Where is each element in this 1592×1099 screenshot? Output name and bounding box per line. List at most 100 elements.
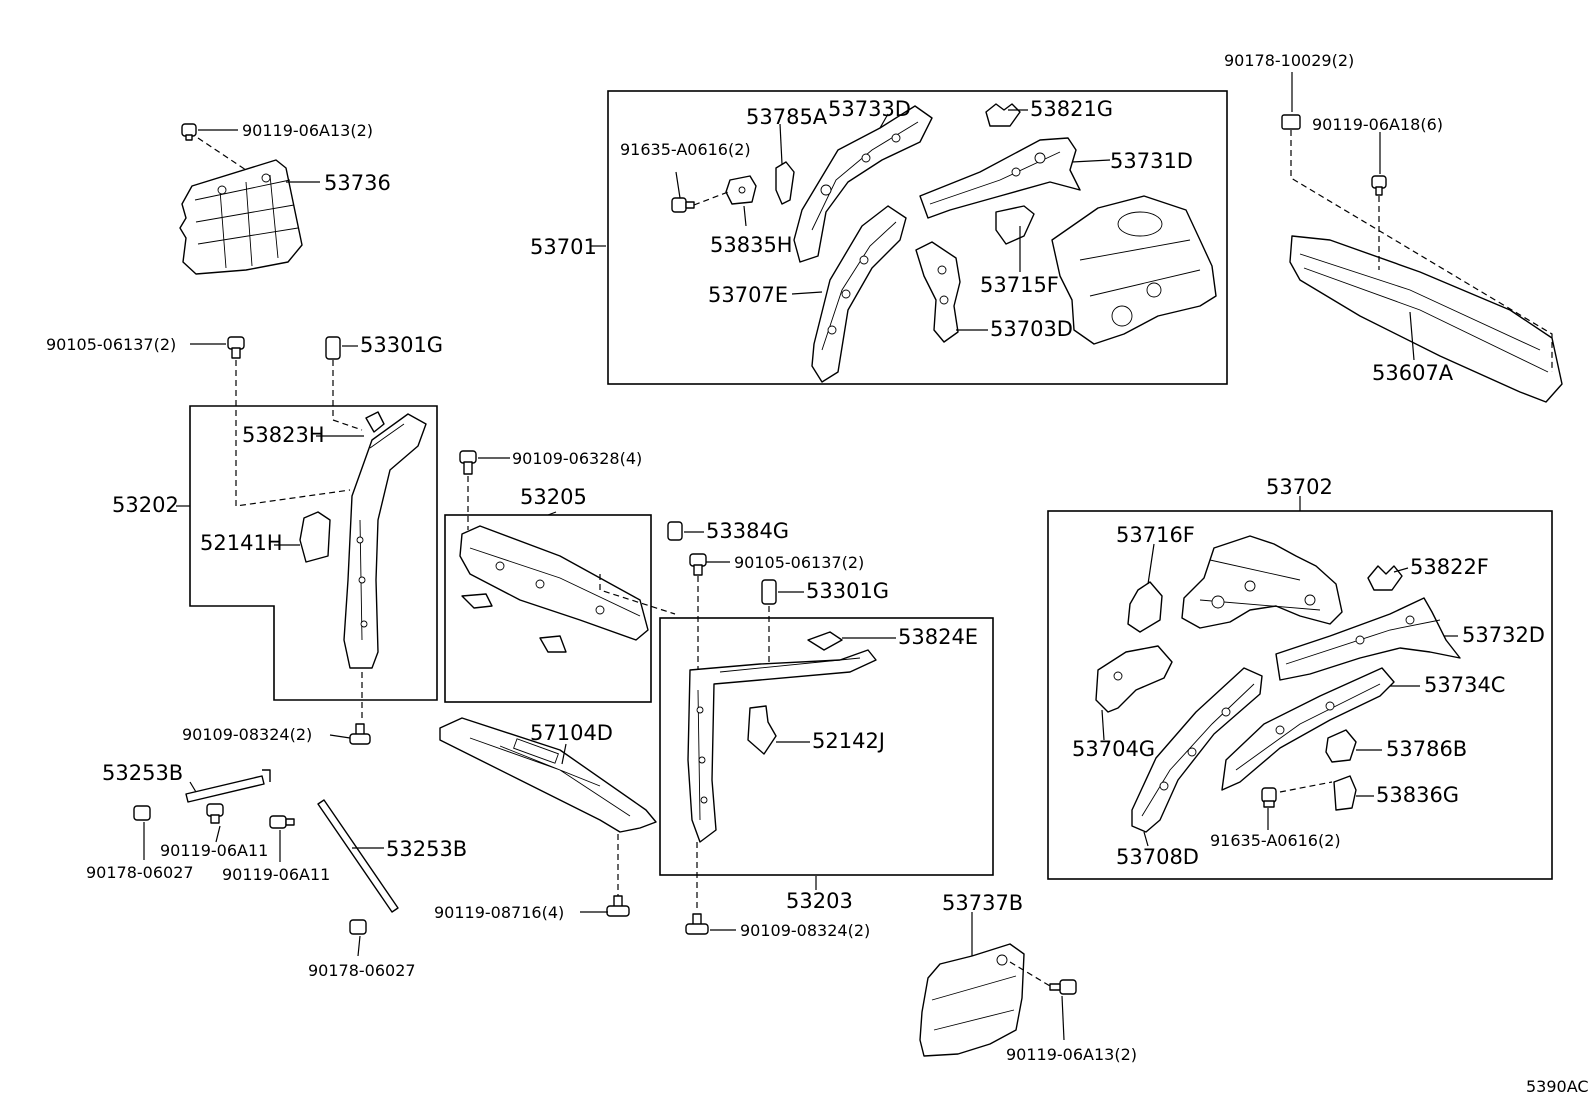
part-53824E bbox=[807, 631, 843, 651]
bolt-91635-A0616-top bbox=[671, 197, 695, 213]
part-53737B bbox=[919, 943, 1025, 1057]
label-53707E: 53707E bbox=[708, 283, 788, 307]
part-53702-apron bbox=[1181, 535, 1343, 629]
part-53736 bbox=[179, 159, 303, 275]
label-53786B: 53786B bbox=[1386, 737, 1467, 761]
label-53607A: 53607A bbox=[1372, 361, 1454, 385]
part-53384G bbox=[667, 521, 683, 541]
label-90178-10029: 90178-10029(2) bbox=[1224, 51, 1354, 70]
label-53202: 53202 bbox=[112, 493, 179, 517]
label-53253B-bot: 53253B bbox=[386, 837, 467, 861]
label-53835H: 53835H bbox=[710, 233, 793, 257]
label-90119-06A18: 90119-06A18(6) bbox=[1312, 115, 1443, 134]
label-53301G-mid: 53301G bbox=[806, 579, 889, 603]
part-53821G bbox=[985, 103, 1021, 127]
part-53703D bbox=[915, 241, 961, 343]
bolt-90119-06A11-a bbox=[206, 803, 224, 824]
label-90109-08324-left: 90109-08324(2) bbox=[182, 725, 312, 744]
part-53704G bbox=[1095, 645, 1173, 713]
part-53786B bbox=[1325, 729, 1357, 763]
dash-91635-top bbox=[693, 191, 729, 206]
label-91635-A0616-top: 91635-A0616(2) bbox=[620, 140, 751, 159]
label-90119-06A11-a: 90119-06A11 bbox=[160, 841, 268, 860]
bolt-90105-06137-left bbox=[227, 336, 245, 359]
label-90105-06137-mid: 90105-06137(2) bbox=[734, 553, 864, 572]
part-53715F bbox=[995, 205, 1035, 245]
label-53736: 53736 bbox=[324, 171, 391, 195]
group-box-53202 bbox=[189, 405, 438, 701]
label-53737B: 53737B bbox=[942, 891, 1023, 915]
label-53824E: 53824E bbox=[898, 625, 978, 649]
part-53707E bbox=[811, 205, 907, 383]
part-53732D bbox=[1275, 597, 1461, 681]
part-52142J bbox=[747, 705, 777, 755]
part-57104D bbox=[439, 717, 657, 833]
label-53836G: 53836G bbox=[1376, 783, 1459, 807]
part-53731D bbox=[919, 137, 1081, 219]
label-53821G: 53821G bbox=[1030, 97, 1113, 121]
label-53734C: 53734C bbox=[1424, 673, 1505, 697]
label-90105-06137-left: 90105-06137(2) bbox=[46, 335, 176, 354]
nut-90178-06027-b bbox=[349, 919, 367, 935]
part-53708D bbox=[1131, 667, 1263, 833]
label-53384G: 53384G bbox=[706, 519, 789, 543]
label-53822F: 53822F bbox=[1410, 555, 1489, 579]
label-90119-06A13-top: 90119-06A13(2) bbox=[242, 121, 373, 140]
rod-53253B-bot bbox=[317, 799, 399, 913]
bolt-90119-06A13-top bbox=[181, 123, 197, 141]
label-90119-06A11-b: 90119-06A11 bbox=[222, 865, 330, 884]
label-53708D: 53708D bbox=[1116, 845, 1199, 869]
label-57104D: 57104D bbox=[530, 721, 613, 745]
label-53732D: 53732D bbox=[1462, 623, 1545, 647]
diagram-id: 5390AC bbox=[1526, 1077, 1589, 1096]
part-53836G bbox=[1333, 775, 1357, 811]
part-53203-pillar bbox=[687, 649, 877, 843]
label-90119-06A13-bot: 90119-06A13(2) bbox=[1006, 1045, 1137, 1064]
label-53701: 53701 bbox=[530, 235, 597, 259]
stopper-53301G-top bbox=[325, 336, 341, 360]
part-53202-pillar bbox=[343, 413, 427, 669]
label-53702: 53702 bbox=[1266, 475, 1333, 499]
bolt-90109-08324-left bbox=[349, 723, 371, 745]
bolt-90119-06A13-bot bbox=[1049, 979, 1077, 995]
label-90178-06027-b: 90178-06027 bbox=[308, 961, 416, 980]
group-box-53203 bbox=[659, 617, 994, 876]
dash-53736 bbox=[197, 137, 247, 171]
part-53205-clip-b bbox=[539, 635, 567, 653]
rod-53253B-top bbox=[185, 769, 271, 803]
part-53785A bbox=[775, 161, 795, 205]
part-inner-apron-53701 bbox=[1051, 195, 1217, 345]
nut-90178-10029 bbox=[1281, 114, 1301, 130]
bolt-90105-06137-mid bbox=[689, 553, 707, 576]
part-53734C bbox=[1221, 667, 1395, 791]
dash-91635-bot bbox=[1279, 781, 1333, 793]
label-90178-06027-a: 90178-06027 bbox=[86, 863, 194, 882]
stopper-53301G-mid bbox=[761, 579, 777, 605]
label-53785A: 53785A bbox=[746, 105, 828, 129]
bolt-90119-08716 bbox=[606, 895, 630, 917]
label-53703D: 53703D bbox=[990, 317, 1073, 341]
part-labels: 90119-06A13(2) 53736 53701 53785A 53733D… bbox=[46, 51, 1589, 1096]
nut-90178-06027-a bbox=[133, 805, 151, 821]
bolt-90109-08324-mid bbox=[685, 913, 709, 935]
part-52141H bbox=[299, 511, 331, 563]
bolt-90119-06A11-b bbox=[269, 815, 295, 829]
label-91635-A0616-bot: 91635-A0616(2) bbox=[1210, 831, 1341, 850]
label-90109-06328: 90109-06328(4) bbox=[512, 449, 642, 468]
label-53823H: 53823H bbox=[242, 423, 325, 447]
part-53835H bbox=[725, 175, 757, 205]
part-53205-clip-a bbox=[461, 593, 493, 609]
bolt-91635-A0616-bot bbox=[1261, 787, 1277, 808]
label-53253B-top: 53253B bbox=[102, 761, 183, 785]
label-90109-08324-mid: 90109-08324(2) bbox=[740, 921, 870, 940]
label-53203: 53203 bbox=[786, 889, 853, 913]
leader-lines bbox=[143, 72, 1458, 1041]
label-53205: 53205 bbox=[520, 485, 587, 509]
dash-53202-b bbox=[332, 360, 363, 431]
part-53823H bbox=[365, 411, 385, 433]
label-90119-08716: 90119-08716(4) bbox=[434, 903, 564, 922]
part-53205-bracket bbox=[459, 525, 649, 641]
dash-53607A-a bbox=[1290, 130, 1553, 372]
part-53716F bbox=[1127, 581, 1163, 633]
